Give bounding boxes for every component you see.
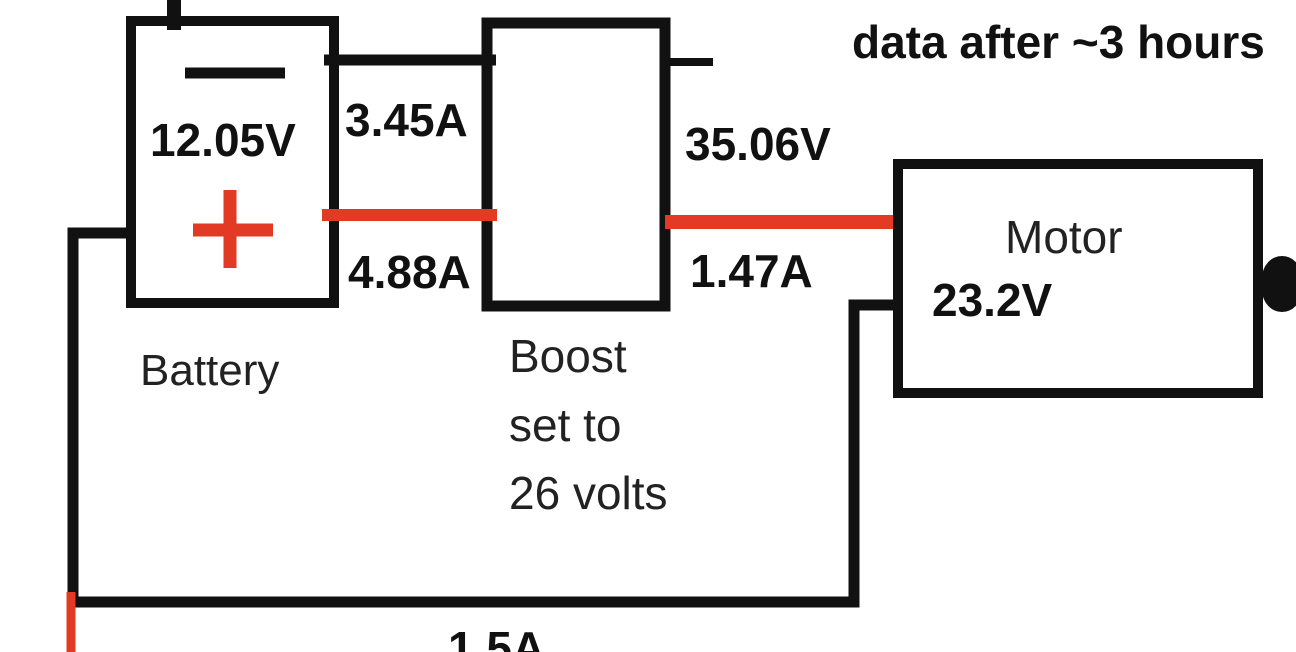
boost-output-voltage: 35.06V bbox=[685, 118, 831, 170]
boost-box bbox=[481, 17, 671, 312]
return-wire-loop bbox=[67, 227, 900, 608]
boost-output-current: 1.47A bbox=[690, 245, 813, 297]
motor-voltage: 23.2V bbox=[932, 274, 1053, 326]
header-note: data after ~3 hours bbox=[852, 16, 1265, 68]
positive-current-label: 4.88A bbox=[348, 246, 471, 298]
battery-box bbox=[126, 16, 339, 308]
plus-sign-icon bbox=[193, 190, 273, 268]
negative-current-label: 3.45A bbox=[345, 94, 468, 146]
boost-label-line1: Boost bbox=[509, 330, 627, 382]
boost-label-line2: set to bbox=[509, 399, 622, 451]
motor-shaft-icon bbox=[1262, 256, 1296, 312]
motor-label: Motor bbox=[1005, 211, 1123, 263]
battery-voltage: 12.05V bbox=[150, 114, 296, 166]
bottom-current-label: 1.5A bbox=[448, 622, 546, 652]
battery-label: Battery bbox=[140, 346, 280, 395]
boost-label-line3: 26 volts bbox=[509, 467, 668, 519]
motor-box bbox=[893, 159, 1263, 398]
